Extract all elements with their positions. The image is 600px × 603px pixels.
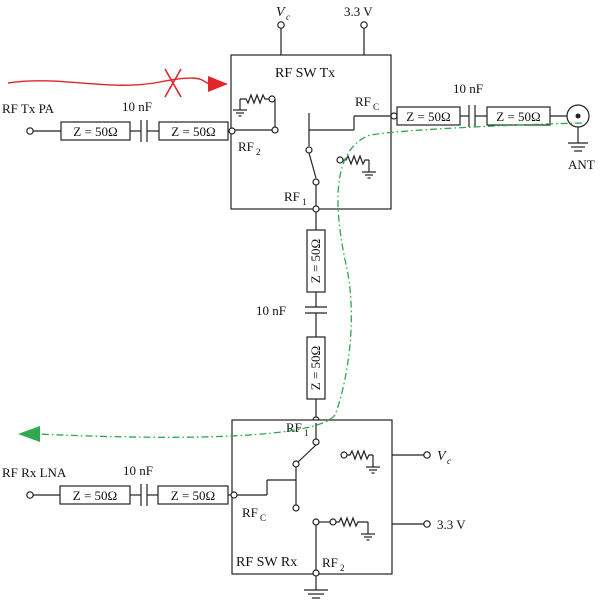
rx-lna-impedance-1-label: Z = 50Ω: [73, 488, 117, 503]
link-impedance-2-label: Z = 50Ω: [308, 346, 323, 390]
link-capacitor: [305, 306, 327, 314]
tx-rf2-termination: [232, 93, 279, 134]
antenna-icon: [566, 104, 590, 143]
tx-rf2-port: [228, 127, 236, 135]
tx-rfc-sub: C: [373, 102, 379, 112]
rx-switch-title: RF SW Rx: [236, 555, 297, 570]
tx-rf2-sub: 2: [256, 147, 261, 157]
tx-switch-title: RF SW Tx: [275, 66, 335, 81]
rx-rf2-branch: [312, 516, 375, 570]
tx-pa-impedance-1-label: Z = 50Ω: [73, 124, 117, 139]
rx-lna-impedance-2-label: Z = 50Ω: [171, 488, 215, 503]
rx-upper-termination: [340, 449, 380, 474]
rx-rfc-sub: C: [260, 513, 266, 523]
rx-upper-term-node: [340, 451, 348, 459]
rx-switch-box: [231, 419, 393, 575]
rx-rf2-res-node: [329, 518, 337, 526]
rx-lna-label: RF Rx LNA: [2, 465, 67, 480]
tx-switch-arm: [308, 152, 317, 179]
link-impedance-1-label: Z = 50Ω: [308, 239, 323, 283]
tx-vc-sub: c: [286, 12, 290, 22]
tx-rfc-port: [390, 112, 398, 120]
rx-rf1-label: RF: [286, 420, 302, 435]
ant-capacitor: [468, 105, 476, 127]
ground-icon: [568, 142, 588, 152]
tx-rf1-termination: [336, 154, 376, 179]
rx-supply-vc: V c: [392, 449, 451, 466]
tx-rf2-contact: [271, 126, 279, 134]
rx-33v-terminal: [423, 520, 431, 528]
tx-switch-pivot: [305, 146, 313, 154]
rx-vc-label: V: [437, 449, 447, 464]
rx-common-switch: [235, 423, 320, 512]
receive-path: [18, 122, 583, 442]
antenna-label: ANT: [568, 157, 595, 172]
rx-rf2-label: RF: [322, 555, 338, 570]
ground-icon: [304, 589, 328, 599]
ground-icon: [362, 171, 376, 179]
ant-impedance-2-label: Z = 50Ω: [496, 109, 540, 124]
rx-rf2-resistor: [336, 516, 368, 528]
tx-rf2-resistor: [240, 93, 269, 105]
tx-supply-vc: V c: [276, 5, 290, 55]
tx-pa-label: RF Tx PA: [2, 101, 55, 116]
rx-33v-label: 3.3 V: [437, 517, 466, 532]
tx-common-switch: [305, 113, 391, 209]
rx-rfc-port: [230, 491, 238, 499]
rx-vc-terminal: [423, 451, 431, 459]
tx-pa-impedance-2-label: Z = 50Ω: [171, 124, 215, 139]
tx-pa-capacitor: [140, 120, 148, 142]
ant-cap-label: 10 nF: [453, 81, 483, 96]
link-cap-label: 10 nF: [256, 303, 286, 318]
rx-switch-arm: [297, 444, 317, 463]
rx-supply-33: 3.3 V: [392, 517, 466, 532]
rx-upper-term-resistor: [347, 449, 373, 461]
ground-icon: [233, 109, 247, 117]
tx-pa-terminal: [26, 127, 34, 135]
ground-icon: [366, 466, 380, 474]
arrow-icon: [18, 426, 40, 442]
receive-path-line: [37, 122, 583, 438]
rx-rf2-sub: 2: [340, 563, 345, 573]
rx-lna-cap-label: 10 nF: [123, 463, 153, 478]
tx-rf2-label: RF: [238, 139, 254, 154]
tx-vc-terminal: [277, 21, 285, 29]
tx-rf2-res-node: [268, 95, 276, 103]
rx-rf2-contact: [312, 518, 320, 526]
rx-lna-terminal: [26, 491, 34, 499]
rx-switch-lower-contact: [292, 504, 300, 512]
arrow-icon: [208, 76, 228, 92]
cross-mark-icon: [164, 68, 182, 98]
tx-supply-33: 3.3 V: [344, 4, 373, 55]
tx-rf1-label: RF: [284, 189, 300, 204]
tx-rfc-label: RF: [355, 94, 371, 109]
rx-rf1-sub: 1: [304, 428, 309, 438]
tx-rf1-sub: 1: [302, 197, 307, 207]
rx-rf1-contact: [312, 438, 320, 446]
blocked-path-line: [7, 77, 213, 86]
rx-lna-capacitor: [140, 484, 148, 506]
tx-vc-label: V: [276, 5, 286, 20]
tx-term-node: [336, 156, 344, 164]
tx-rf1-contact: [312, 178, 320, 186]
blocked-tx-path: [7, 68, 228, 98]
ant-impedance-1-label: Z = 50Ω: [406, 109, 450, 124]
rx-switch-pivot: [292, 460, 300, 468]
tx-33v-label: 3.3 V: [344, 4, 373, 19]
tx-pa-cap-label: 10 nF: [122, 99, 152, 114]
ground-icon: [361, 533, 375, 541]
tx-rf1-port: [312, 205, 320, 213]
rx-vc-sub: c: [447, 456, 451, 466]
tx-33v-terminal: [360, 21, 368, 29]
tx-term-resistor: [343, 154, 369, 166]
rx-rf2-port: [312, 569, 320, 577]
rx-rfc-label: RF: [242, 505, 258, 520]
